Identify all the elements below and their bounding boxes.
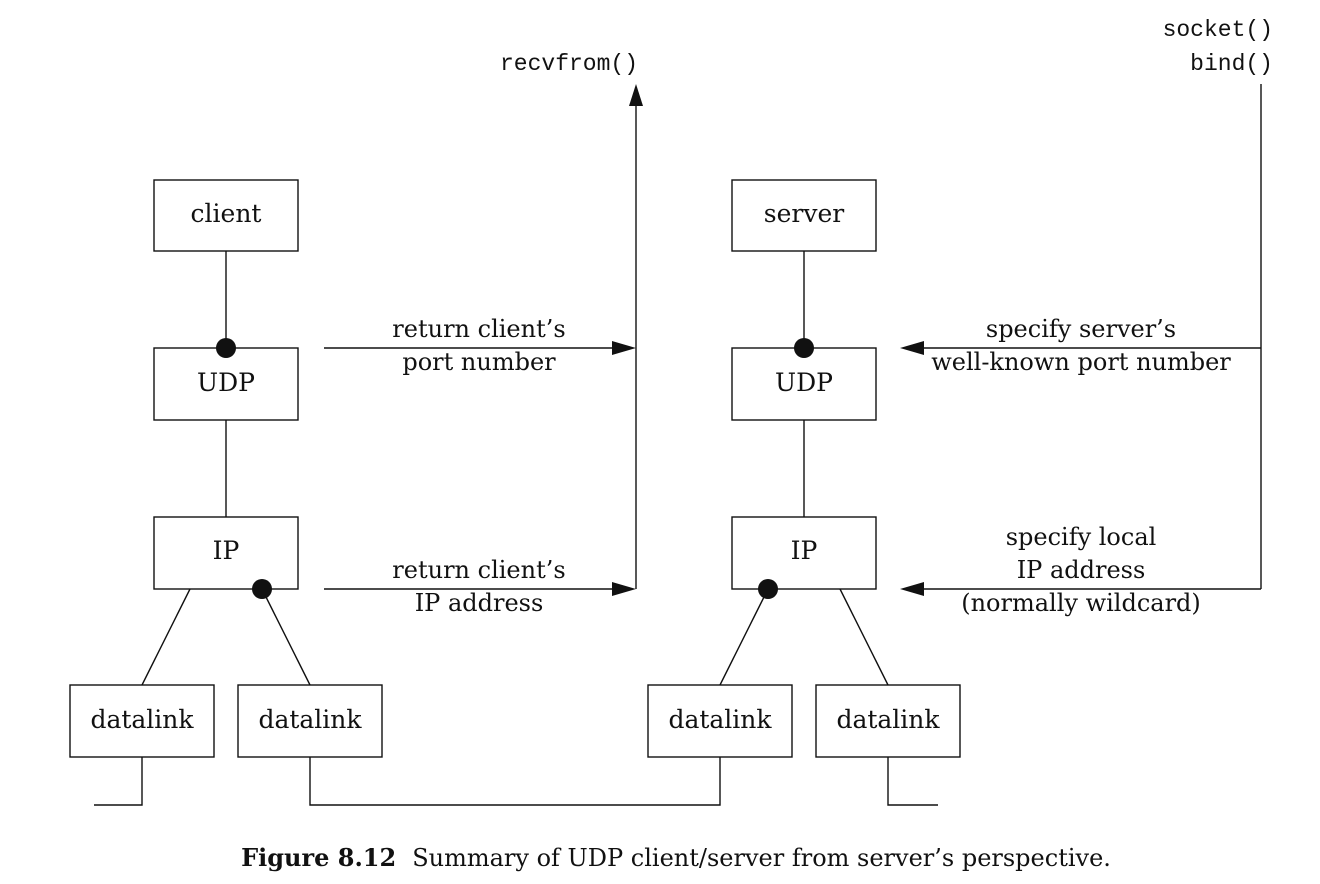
client-datalink-label-2: datalink: [258, 705, 362, 734]
server-datalink-label-1: datalink: [668, 705, 772, 734]
specify-ip-arrowhead: [900, 582, 924, 596]
return-port-arrowhead: [612, 341, 636, 355]
server-box: [731, 179, 877, 252]
client-ip-to-datalink1-line: [141, 588, 191, 686]
client-datalink-box-2: [237, 684, 383, 758]
server-ip-label: IP: [791, 536, 818, 565]
socket-label: socket(): [1163, 17, 1273, 43]
specify-port-label-1: specify server’s: [986, 315, 1176, 343]
client-label: client: [191, 199, 262, 228]
client-ip-label: IP: [213, 536, 240, 565]
client-box: [153, 179, 299, 252]
client-datalink-box-1: [69, 684, 215, 758]
figure-caption: Figure 8.12 Summary of UDP client/server …: [241, 843, 1111, 872]
return-port-label-1: return client’s: [392, 315, 565, 343]
server-udp-label: UDP: [775, 368, 833, 397]
specify-port-label-2: well-known port number: [931, 348, 1231, 376]
client-left-network-segment: [94, 757, 143, 806]
recvfrom-arrowhead: [629, 84, 643, 106]
return-ip-label-1: return client’s: [392, 556, 565, 584]
server-ip-to-datalink1-line: [719, 588, 769, 686]
specify-ip-label-1: specify local: [1006, 523, 1157, 551]
figure-number: Figure 8.12: [241, 843, 396, 872]
server-right-network-segment: [887, 757, 938, 806]
server-ip-to-datalink2-line: [839, 588, 889, 686]
recvfrom-label: recvfrom(): [500, 51, 638, 77]
client-ip-address-dot: [252, 579, 272, 599]
server-datalink-label-2: datalink: [836, 705, 940, 734]
client-udp-label: UDP: [197, 368, 255, 397]
server-udp-box: [731, 347, 877, 421]
bind-label: bind(): [1190, 51, 1273, 77]
figure-caption-text: Summary of UDP client/server from server…: [412, 844, 1111, 872]
server-datalink-box-2: [815, 684, 961, 758]
client-ip-box: [153, 516, 299, 590]
server-ip-address-dot: [758, 579, 778, 599]
server-label: server: [764, 199, 844, 228]
return-ip-arrowhead: [612, 582, 636, 596]
server-datalink-box-1: [647, 684, 793, 758]
client-udp-port-dot: [216, 338, 236, 358]
return-port-label-2: port number: [402, 348, 556, 376]
client-datalink-label-1: datalink: [90, 705, 194, 734]
shared-network-segment: [309, 757, 721, 806]
specify-ip-label-3: (normally wildcard): [961, 589, 1201, 617]
server-udp-port-dot: [794, 338, 814, 358]
client-ip-to-datalink2-line: [261, 588, 311, 686]
server-ip-box: [731, 516, 877, 590]
specify-ip-label-2: IP address: [1017, 556, 1146, 584]
specify-port-arrowhead: [900, 341, 924, 355]
return-ip-label-2: IP address: [415, 589, 544, 617]
